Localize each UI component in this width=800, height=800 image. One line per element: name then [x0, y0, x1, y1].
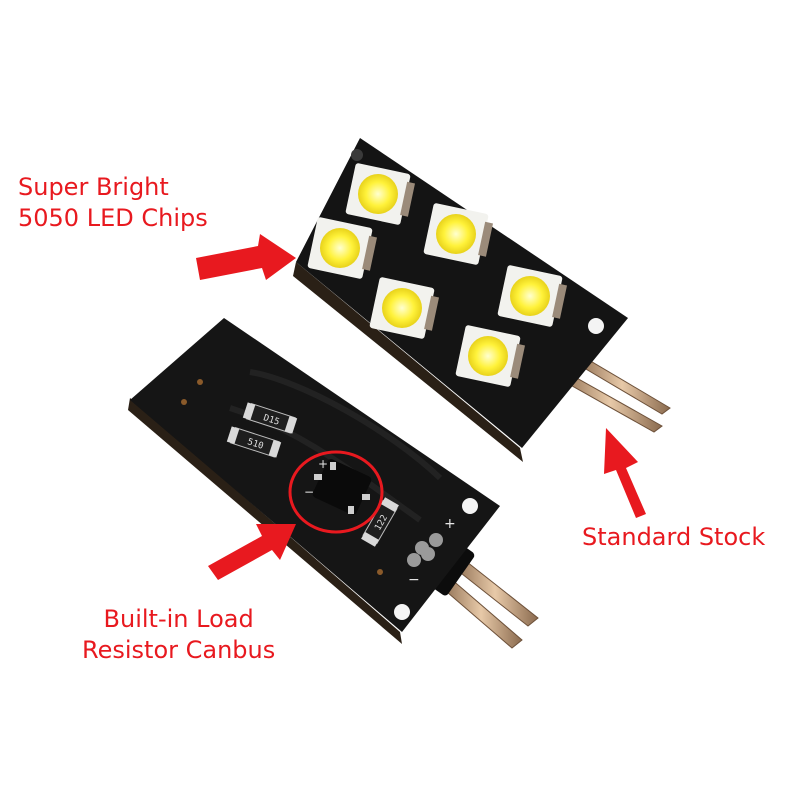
canbus-label-line1: Built-in Load — [103, 605, 254, 633]
resistor-510: 510 — [226, 426, 282, 458]
canbus-label: Built-in Load Resistor Canbus — [82, 604, 275, 666]
led-chip — [455, 325, 525, 387]
solder-pad — [429, 533, 443, 547]
chip-plus-marking: + — [318, 457, 328, 471]
led-chip — [497, 265, 567, 327]
resistor-510-marking: 510 — [246, 437, 265, 452]
via — [377, 569, 383, 575]
arrow-standard-stock — [604, 428, 646, 518]
led-chip — [369, 277, 439, 339]
via — [197, 379, 203, 385]
resistor-122: 122 — [361, 497, 399, 547]
led-chip — [345, 163, 415, 225]
led-chip — [423, 203, 493, 265]
resistor-board: D15 510 122 + − — [128, 318, 539, 649]
led-chips-label-line2: 5050 LED Chips — [18, 204, 208, 232]
resistor-d15: D15 — [242, 402, 298, 434]
led-chips-label-line1: Super Bright — [18, 173, 169, 201]
arrow-led-chips — [196, 234, 296, 280]
highlight-circle — [288, 450, 384, 534]
mount-hole — [351, 149, 363, 161]
mount-hole — [588, 318, 604, 334]
canbus-label-line2: Resistor Canbus — [82, 636, 276, 664]
mount-hole — [462, 498, 478, 514]
arrow-canbus — [208, 524, 296, 580]
mount-hole — [394, 604, 410, 620]
led-board — [293, 138, 671, 462]
led-chips-label: Super Bright 5050 LED Chips — [18, 172, 208, 234]
resistor-d15-marking: D15 — [262, 413, 281, 428]
pin-minus-marking: − — [408, 572, 420, 588]
solder-pad — [421, 547, 435, 561]
solder-pad — [407, 553, 421, 567]
pin-plus-marking: + — [444, 516, 456, 532]
standard-stock-label-text: Standard Stock — [582, 523, 766, 551]
standard-stock-label: Standard Stock — [582, 522, 765, 553]
bridge-rectifier-chip: + − — [304, 457, 372, 515]
led-chip — [307, 217, 377, 279]
callout-arrows — [196, 234, 646, 580]
via — [181, 399, 187, 405]
chip-minus-marking: − — [304, 485, 314, 499]
